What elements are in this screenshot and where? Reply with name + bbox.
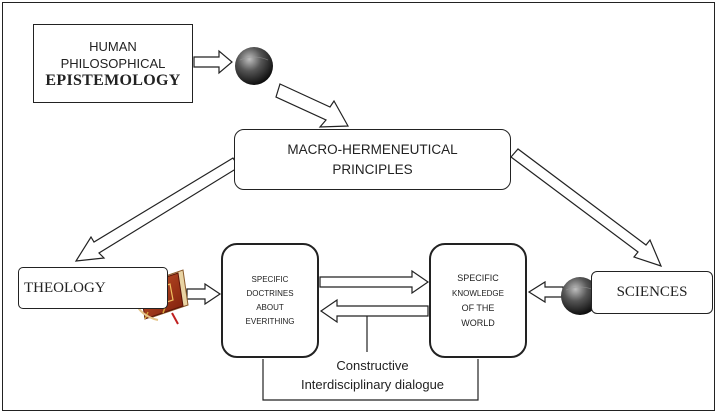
knowledge-box: SPECIFIC KNOWLEDGE OF THE WORLD (429, 243, 527, 358)
knowledge-line-2: KNOWLEDGE (451, 288, 504, 298)
arrow-epistemology-to-globe (193, 49, 233, 75)
theology-box: THEOLOGY (18, 267, 168, 309)
doctrines-line-1: SPECIFIC (251, 274, 289, 284)
dialogue-line-2: Interdisciplinary dialogue (300, 377, 445, 392)
sciences-box: SCIENCES (591, 271, 713, 314)
dialogue-bracket (262, 316, 479, 401)
epistemology-emphasis: EPISTEMOLOGY (45, 72, 181, 89)
epistemology-line-2: PHILOSOPHICAL (60, 56, 166, 71)
arrow-knowledge-to-doctrines (319, 298, 429, 324)
doctrines-line-2: DOCTRINES (246, 288, 294, 298)
diagram-frame (2, 2, 715, 411)
theology-label: THEOLOGY (24, 279, 106, 296)
macro-hermeneutical-box: MACRO-HERMENEUTICAL PRINCIPLES (234, 129, 511, 190)
arrow-doctrines-to-knowledge (319, 269, 430, 295)
sciences-label: SCIENCES (616, 284, 688, 300)
dialogue-line-1: Constructive (336, 358, 409, 373)
knowledge-line-3: OF THE (461, 302, 495, 313)
macro-line-2: PRINCIPLES (332, 161, 413, 177)
epistemology-line-1: HUMAN (89, 39, 137, 54)
macro-line-1: MACRO-HERMENEUTICAL (287, 141, 458, 157)
knowledge-line-1: SPECIFIC (457, 272, 499, 283)
dialogue-label: Constructive Interdisciplinary dialogue (280, 356, 465, 394)
arrow-globe-to-knowledge (527, 280, 564, 304)
doctrines-line-3: ABOUT (256, 302, 284, 312)
arrow-macro-to-theology (74, 157, 240, 262)
epistemology-box: HUMAN PHILOSOPHICAL EPISTEMOLOGY (33, 24, 193, 103)
doctrines-box: SPECIFIC DOCTRINES ABOUT EVERITHING (221, 243, 319, 358)
arrow-macro-to-sciences (510, 148, 663, 267)
arrow-globe-to-macro (275, 83, 350, 128)
knowledge-line-4: WORLD (461, 317, 495, 328)
globe-icon (235, 47, 273, 85)
arrow-theology-to-doctrines (186, 282, 222, 306)
doctrines-line-4: EVERITHING (245, 316, 295, 326)
